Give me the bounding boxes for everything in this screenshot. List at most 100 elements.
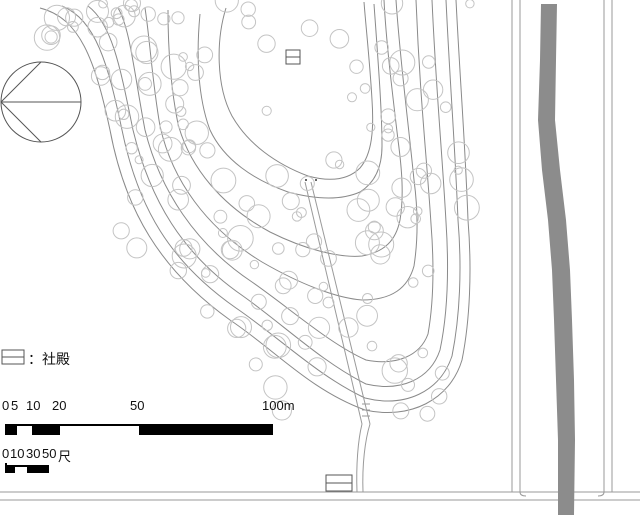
tree-icon <box>246 204 271 229</box>
tree-icon <box>257 34 276 53</box>
tree-icon <box>281 192 300 211</box>
tree-icon <box>210 167 237 194</box>
tree-icon <box>349 59 364 74</box>
tree-icon <box>200 304 215 319</box>
shrine-building <box>285 49 301 65</box>
tree-icon <box>262 334 287 359</box>
tree-icon <box>362 293 373 304</box>
north-arrow-icon <box>0 61 82 143</box>
tree-icon <box>221 239 243 261</box>
tree-icon <box>124 0 138 12</box>
tree-icon <box>419 405 436 422</box>
tree-icon <box>43 4 71 31</box>
tree-icon <box>380 0 404 15</box>
tree-icon <box>214 0 239 13</box>
tree-icon <box>125 142 138 155</box>
legend-shrine-label: ：社殿 <box>28 351 70 367</box>
tree-icon <box>110 68 133 91</box>
tree-icon <box>365 221 384 241</box>
tree-icon <box>174 239 193 257</box>
tree-icon <box>320 250 337 267</box>
tree-icon <box>126 237 148 259</box>
tree-icon <box>346 198 371 222</box>
tree-icon <box>431 388 448 405</box>
tree-icon <box>356 304 379 327</box>
tree-icon <box>401 377 415 392</box>
tree-icon <box>179 238 201 260</box>
tree-icon <box>104 99 127 122</box>
tree-icon <box>389 49 416 76</box>
scale-bar-meters <box>5 424 273 435</box>
tree-icon <box>383 123 394 134</box>
tree-icon <box>447 141 470 164</box>
tree-icon <box>175 106 187 117</box>
scale-tick-50m: 50 <box>130 398 145 413</box>
tree-icon <box>248 357 263 372</box>
tree-icon <box>184 61 195 72</box>
tree-icon <box>200 268 211 278</box>
tree-icon <box>334 159 345 170</box>
tree-icon <box>135 117 156 137</box>
scale-tick-0m: 0 <box>2 398 10 413</box>
tree-icon <box>90 66 111 86</box>
tree-icon <box>180 140 197 156</box>
scale-tick-20m: 20 <box>52 398 67 413</box>
tree-icon <box>272 242 285 255</box>
tree-icon <box>453 165 463 175</box>
tree-icon <box>261 105 272 116</box>
tree-icon <box>389 354 408 373</box>
tree-icon <box>409 167 427 186</box>
tree-icon <box>380 108 397 125</box>
tree-icon <box>354 230 380 256</box>
tree-icon <box>165 94 185 114</box>
scale-tick-10m: 10 <box>26 398 41 413</box>
scale-bar-shaku <box>5 463 49 473</box>
tree-icon <box>381 128 395 142</box>
scale-unit-shaku: 尺 <box>58 449 72 464</box>
tree-icon <box>67 21 79 33</box>
tree-icon <box>241 14 257 30</box>
tree-icon <box>338 317 359 338</box>
tree-icon <box>114 104 140 129</box>
tree-icon <box>381 57 400 75</box>
tree-icon <box>127 189 144 206</box>
tree-icon <box>178 52 188 62</box>
tree-icon <box>367 220 381 234</box>
tree-icon <box>420 172 442 195</box>
tree-icon <box>329 29 350 49</box>
tree-icon <box>112 222 130 240</box>
tree-icon <box>134 155 144 165</box>
tree-icon <box>213 209 228 224</box>
tree-icon <box>177 118 189 131</box>
tree-icon <box>299 176 315 191</box>
tree-icon <box>322 296 335 309</box>
tree-icon <box>405 88 429 112</box>
tree-icon <box>392 402 410 420</box>
tree-icon <box>356 188 380 212</box>
tree-icon <box>57 7 76 27</box>
tree-icon <box>171 79 189 97</box>
tree-icon <box>415 162 432 179</box>
tree-icon <box>171 243 197 269</box>
tree-icon <box>98 0 108 9</box>
tree-icon <box>307 316 331 339</box>
tree-icon <box>392 70 409 87</box>
tree-icon <box>249 259 260 270</box>
tree-icon <box>238 195 256 212</box>
tree-markers <box>33 0 480 422</box>
tree-icon <box>167 188 189 211</box>
tree-icon <box>307 287 324 304</box>
tree-icon <box>410 213 422 224</box>
tree-icon <box>347 92 357 103</box>
tree-icon <box>271 400 292 421</box>
tree-icon <box>412 206 423 216</box>
tree-icon <box>454 194 480 221</box>
tree-icon <box>374 40 389 55</box>
tree-icon <box>265 332 292 359</box>
tree-icon <box>44 30 58 44</box>
tree-icon <box>422 79 444 100</box>
tree-icon <box>381 357 408 384</box>
approach-path <box>304 179 371 493</box>
tree-icon <box>366 122 376 132</box>
